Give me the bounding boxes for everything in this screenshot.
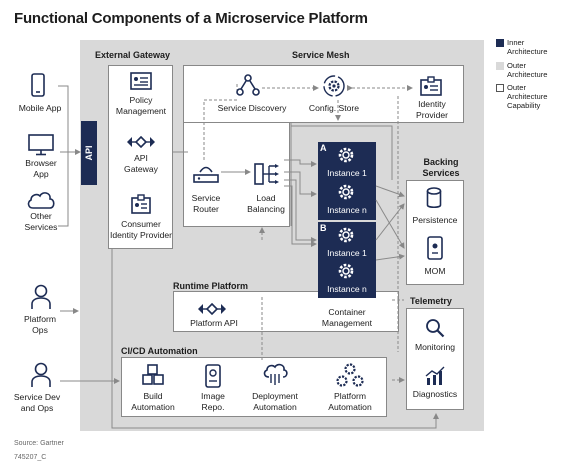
network-tree-icon <box>236 74 260 96</box>
telemetry-title: Telemetry <box>410 296 452 306</box>
external-gateway-box <box>108 65 173 249</box>
legend-swatch-inner <box>496 39 504 47</box>
api-tab <box>81 121 97 185</box>
platform-ops-label: Platform Ops <box>24 314 56 335</box>
config-store-label: Config. Store <box>308 103 360 113</box>
database-icon <box>426 187 442 209</box>
cloud-deploy-icon <box>263 363 288 385</box>
cicd-automation-title: CI/CD Automation <box>121 346 198 356</box>
instance-b-n-label: Instance n <box>327 284 367 294</box>
browser-app-label: Browser App <box>25 158 57 179</box>
gear-icon <box>338 147 354 163</box>
cloud-icon <box>27 192 55 209</box>
api-gateway-label: API Gateway <box>124 153 158 174</box>
legend-label-capability: Outer Architecture Capability <box>507 83 548 110</box>
api-arrows-icon <box>127 136 155 148</box>
instance-group-a-tag: A <box>320 143 327 153</box>
backing-services-title: Backing Services <box>422 157 460 178</box>
gear-icon <box>338 184 354 200</box>
browser-monitor-icon <box>28 134 54 156</box>
external-gateway-title: External Gateway <box>95 50 171 60</box>
mobile-phone-icon <box>31 73 45 97</box>
persistence-label: Persistence <box>412 215 458 225</box>
image-repo-icon <box>205 364 221 388</box>
container-management-label: Container Management <box>321 307 373 328</box>
page-title: Functional Components of a Microservice … <box>14 10 368 27</box>
legend-swatch-outer <box>496 62 504 70</box>
magnifier-icon <box>426 319 445 338</box>
service-dev-ops-label: Service Dev and Ops <box>13 392 61 413</box>
diagnostics-label: Diagnostics <box>412 389 458 399</box>
source-note: Source: Gartner <box>14 440 64 447</box>
load-balancer-icon <box>254 163 279 185</box>
service-mesh-routing-box <box>183 123 290 227</box>
legend-swatch-capability <box>496 84 504 92</box>
other-services-label: Other Services <box>24 211 58 232</box>
person-icon <box>31 362 51 387</box>
image-repo-label: Image Repo. <box>201 391 225 412</box>
figure-id: 745207_C <box>14 454 47 461</box>
legend-label-outer: Outer Architecture <box>507 61 548 79</box>
message-queue-icon <box>427 236 443 260</box>
identity-provider-label: Identity Provider <box>416 99 448 120</box>
instance-a-1-label: Instance 1 <box>327 168 367 178</box>
mom-label: MOM <box>424 266 446 276</box>
instance-b-1-label: Instance 1 <box>327 248 367 258</box>
consumer-identity-provider-label: Consumer Identity Provider <box>109 219 173 240</box>
telemetry-box <box>406 308 464 410</box>
cicd-automation-box <box>121 357 387 417</box>
router-icon <box>193 166 219 183</box>
service-mesh-top-box <box>183 65 464 123</box>
bar-chart-icon <box>425 366 445 385</box>
id-badge-icon <box>420 76 442 96</box>
deployment-automation-label: Deployment Automation <box>252 391 298 412</box>
policy-card-icon <box>130 72 152 90</box>
instance-a-n-label: Instance n <box>327 205 367 215</box>
gear-refresh-icon <box>323 75 345 97</box>
backing-services-box <box>406 180 464 285</box>
instance-group-a <box>318 142 376 220</box>
person-icon <box>31 284 51 309</box>
runtime-platform-title: Runtime Platform <box>173 281 249 291</box>
id-badge-icon <box>131 194 151 214</box>
gear-icon <box>338 263 354 279</box>
instance-group-b-tag: B <box>320 223 327 233</box>
boxes-icon <box>142 364 164 385</box>
build-automation-label: Build Automation <box>131 391 175 412</box>
instance-group-b <box>318 222 376 298</box>
load-balancing-label: Load Balancing <box>247 193 285 214</box>
platform-automation-label: Platform Automation <box>328 391 372 412</box>
gears-icon <box>336 363 364 387</box>
service-router-label: Service Router <box>191 193 221 214</box>
service-mesh-title: Service Mesh <box>292 50 350 60</box>
service-discovery-label: Service Discovery <box>217 103 287 113</box>
platform-api-label: Platform API <box>190 318 238 328</box>
legend-label-inner: Inner Architecture <box>507 38 548 56</box>
policy-management-label: Policy Management <box>115 95 167 116</box>
api-arrows-icon <box>198 303 226 315</box>
monitoring-label: Monitoring <box>414 342 456 352</box>
mobile-app-label: Mobile App <box>18 103 62 113</box>
gear-icon <box>338 227 354 243</box>
